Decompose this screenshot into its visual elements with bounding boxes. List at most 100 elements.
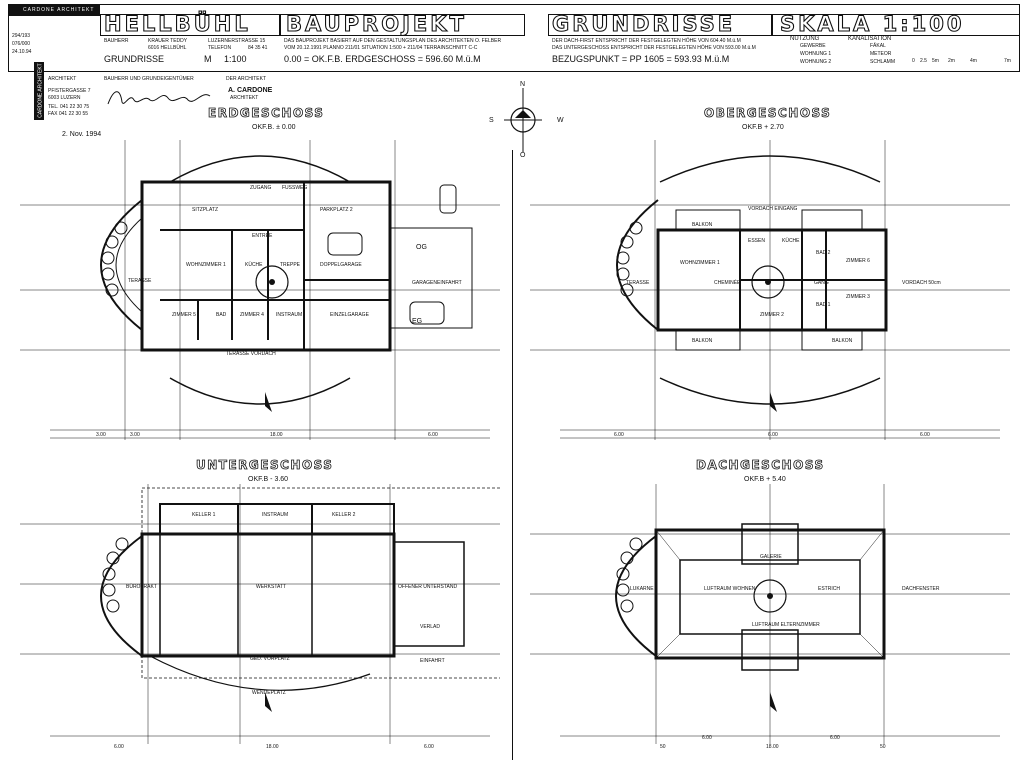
owner-scale: M 1:100 (204, 54, 247, 64)
eg-marker-og: OG (416, 244, 427, 251)
owner-street: LUZERNERSTRASSE 15 (208, 38, 266, 44)
dg-dim-2: 6.00 (702, 735, 712, 741)
legend-nutzung: NUTZUNG (790, 36, 820, 42)
center-divider (512, 150, 513, 760)
dg-room-galerie: GALERIE (760, 554, 782, 560)
note-line-1: DAS BAUPROJEKT BASIERT AUF DEN GESTALTUN… (284, 38, 502, 44)
architect-addr-2: 6003 LUZERN (48, 95, 81, 101)
dg-dim-1: 50 (660, 744, 666, 750)
eg-room-fussweg: FUSSWEG (282, 185, 308, 191)
plan-ug-title: UNTERGESCHOSS (196, 458, 334, 473)
eg-dim-2: 3.00 (130, 432, 140, 438)
og-room-vordach: VORDACH EINGANG (748, 206, 798, 212)
header-project-cell (280, 14, 525, 36)
eg-room-zimmer5: ZIMMER 5 (172, 312, 196, 318)
header-scale: SKALA 1:100 (779, 11, 965, 36)
eg-marker-eg: EG (412, 318, 423, 325)
header-location-cell (100, 14, 280, 36)
ug-dim-2: 18.00 (266, 744, 279, 750)
stamp-title: CARDONE ARCHITEKT (23, 7, 95, 13)
eg-room-einzelgarage: EINZELGARAGE (330, 312, 369, 318)
eg-room-parkplatz: PARKPLATZ 2 (320, 207, 353, 213)
ug-room-buerotrakt: BÜROTRAKT (126, 584, 157, 590)
owner-label: BAUHERR (104, 38, 129, 44)
og-dim-3: 6.00 (920, 432, 930, 438)
plan-dg-okfb: OKF.B + 5.40 (744, 476, 786, 483)
vertical-label-strip: CARDONE ARCHITEKT (34, 62, 44, 120)
og-room-essen: ESSEN (748, 238, 765, 244)
ug-room-unterstand: OFFENER UNTERSTAND (398, 584, 458, 590)
header-sheet: GRUNDRISSE (551, 11, 736, 36)
plan-eg-okfb: OKF.B. ± 0.00 (252, 124, 296, 131)
og-room-balkon-top: BALKON (692, 222, 713, 228)
compass-rose (504, 88, 542, 152)
vertical-label: CARDONE ARCHITEKT (37, 63, 44, 118)
stamp-code-2: 076/000 (12, 41, 31, 47)
og-dim-1: 6.00 (614, 432, 624, 438)
stamp-code-1: 294/193 (12, 33, 31, 39)
owner-name: KRAUER TEDDY (148, 38, 188, 44)
dg-room-lukarne: LUKARNE (630, 586, 654, 592)
owner-phone: 84 35 41 (248, 45, 268, 51)
scalebar-label-3: 2m (948, 58, 955, 64)
architect-fax: FAX 041 22 30 55 (48, 111, 89, 117)
owner-phone-label: TELEFON (208, 45, 232, 51)
architect-sign-label: DER ARCHITEKT (226, 76, 267, 82)
compass-south: S (489, 117, 494, 124)
og-room-zimmer2: ZIMMER 2 (760, 312, 784, 318)
note-bezugspunkt: BEZUGSPUNKT = PP 1605 = 593.93 M.ü.M (552, 54, 730, 64)
eg-dim-4: 6.00 (428, 432, 438, 438)
scalebar-label-0: 0 (912, 58, 915, 64)
plan-og-title: OBERGESCHOSS (704, 106, 832, 121)
architect-tel: TEL. 041 22 30 75 (48, 104, 90, 110)
note-height-2: DAS UNTERGESCHOSS ENTSPRICHT DER FESTGEL… (552, 45, 756, 51)
plan-eg-title: ERDGESCHOSS (208, 106, 325, 121)
ug-room-verlad: VERLAD (420, 624, 441, 630)
plan-ug-okfb: OKF.B - 3.60 (248, 476, 289, 483)
legend-kanal: KANALISATION (848, 36, 892, 42)
title-block (8, 4, 1020, 72)
eg-room-garageneinfahrt: GARAGENEINFAHRT (412, 280, 462, 286)
scalebar-label-4: 4m (970, 58, 977, 64)
ug-dim-3: 6.00 (424, 744, 434, 750)
eg-room-kueche: KÜCHE (245, 262, 263, 268)
note-reference: 0.00 = OK.F.B. ERDGESCHOSS = 596.60 M.ü.… (284, 54, 481, 64)
eg-dim-1: 3.00 (96, 432, 106, 438)
legend-right-1: FÄKAL (870, 43, 886, 49)
og-dim-2: 6.00 (768, 432, 778, 438)
eg-room-terasse-vordach: TERASSE VORDACH (226, 351, 276, 357)
eg-room-sitzplatz: SITZPLATZ (192, 207, 219, 213)
og-room-cheminee: CHEMINÉE (714, 280, 741, 286)
og-room-bad2: BAD 2 (816, 250, 831, 256)
dg-dim-5: 50 (880, 744, 886, 750)
dg-room-luftraum-eltern: LUFTRAUM ELTERNZIMMER (752, 622, 820, 628)
og-room-kueche: KÜCHE (782, 238, 800, 244)
dg-room-estrich: ESTRICH (818, 586, 840, 592)
og-room-bad1: BAD 1 (816, 302, 831, 308)
drawing-date: 2. Nov. 1994 (62, 131, 102, 138)
eg-room-zimmer4: ZIMMER 4 (240, 312, 264, 318)
og-room-balkon-right: BALKON (832, 338, 853, 344)
plan-og-okfb: OKF.B + 2.70 (742, 124, 784, 131)
ug-room-wendeplatz: WENDEPLATZ (252, 690, 286, 696)
legend-left-1: GEWERBE (800, 43, 826, 49)
eg-room-doppelgarage: DOPPELGARAGE (320, 262, 362, 268)
note-height-1: DER DACH-FIRST ENTSPRICHT DER FESTGELEGT… (552, 38, 741, 44)
legend-right-2: METEOR (870, 51, 892, 57)
og-room-gang: GANG (814, 280, 829, 286)
og-room-vordach50: VORDACH 50cm (902, 280, 941, 286)
dg-dim-3: 18.00 (766, 744, 779, 750)
legend-left-2: WOHNUNG 1 (800, 51, 832, 57)
header-scale-cell (772, 14, 1020, 36)
compass-east: O (520, 152, 526, 159)
scalebar-label-1: 2.5 (920, 58, 927, 64)
architect-name: A. CARDONE (228, 87, 273, 94)
ug-dim-1: 6.00 (114, 744, 124, 750)
header-project: BAUPROJEKT (285, 11, 467, 36)
eg-dim-3: 18.00 (270, 432, 283, 438)
ug-room-werkstatt: WERKSTATT (256, 584, 287, 590)
plan-eg-drawing (20, 140, 500, 440)
architect-label: ARCHITEKT (48, 76, 77, 82)
og-room-balkon-bottom: BALKON (692, 338, 713, 344)
scalebar-label-5: 7m (1004, 58, 1011, 64)
